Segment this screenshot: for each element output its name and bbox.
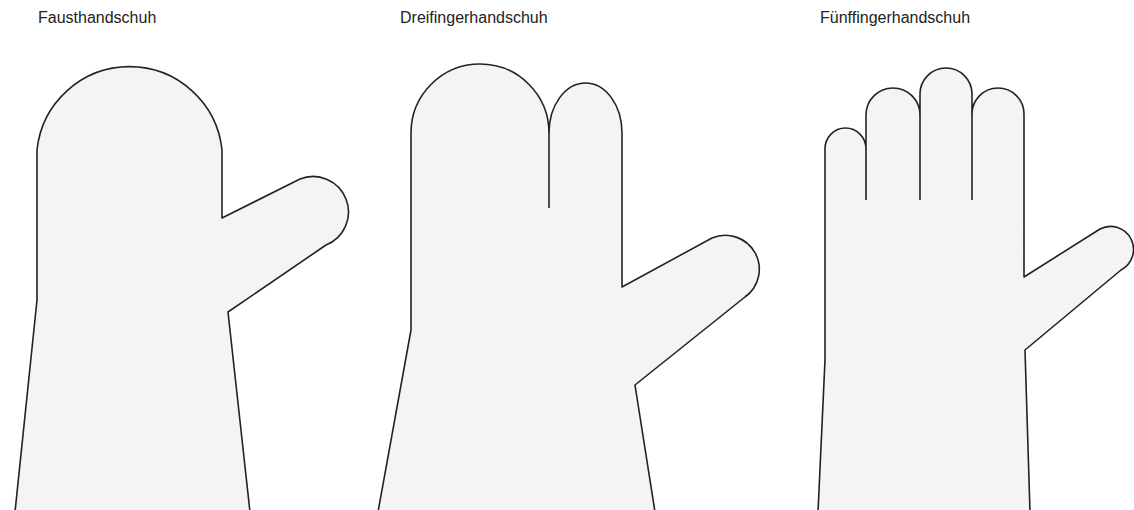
glove-label: Dreifingerhandschuh [400, 8, 548, 28]
five-finger-glove-outline [818, 68, 1134, 510]
glove-label: Fünffingerhandschuh [820, 8, 970, 28]
glove-label: Fausthandschuh [38, 8, 156, 28]
finger-slit [548, 133, 550, 208]
three-finger-glove-outline [378, 64, 759, 510]
finger-slit [866, 114, 972, 200]
mitten-outline [15, 67, 348, 510]
